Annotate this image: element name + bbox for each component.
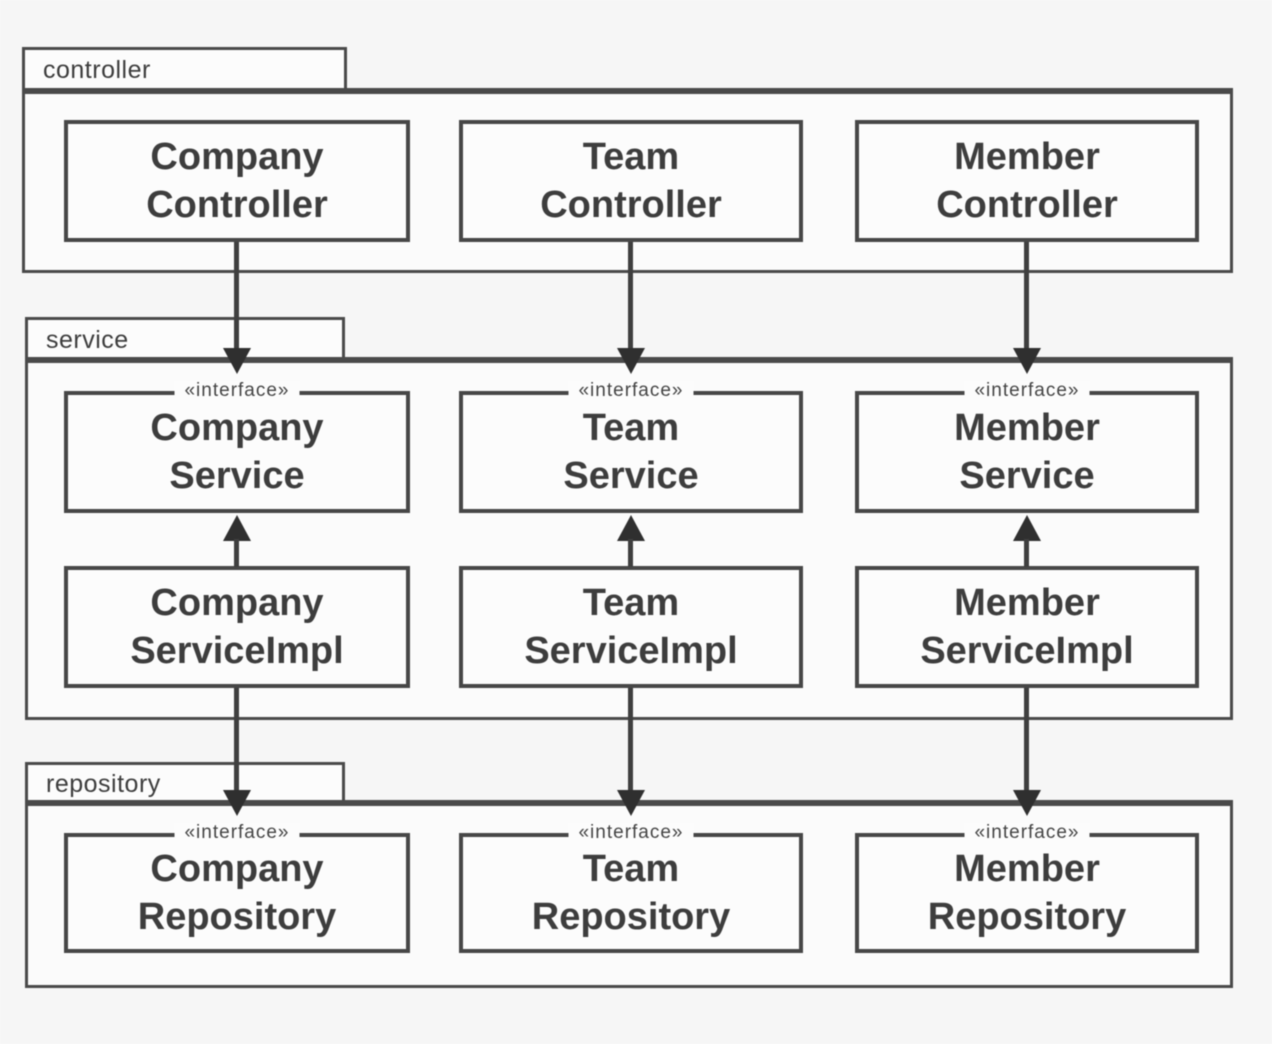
arrowhead-down-icon: [617, 790, 645, 816]
stereotype-label: «interface»: [568, 381, 694, 401]
interface-box-member-service: «interface» Member Service: [855, 381, 1199, 513]
class-title-line: Member: [954, 407, 1100, 449]
class-title-line: Service: [959, 455, 1095, 497]
class-title-line: Team: [582, 582, 680, 624]
arrowhead-down-icon: [1013, 790, 1041, 816]
class-title-line: Company: [150, 136, 324, 178]
class-title-line: Team: [582, 136, 680, 178]
stereotype-label: «interface»: [964, 381, 1090, 401]
arrowhead-up-icon: [223, 515, 251, 541]
class-title-line: Company: [150, 848, 324, 890]
class-box-team-controller: Team Controller: [459, 120, 803, 242]
class-title-line: ServiceImpl: [524, 630, 738, 672]
class-title-line: Controller: [540, 184, 722, 226]
class-box-member-serviceimpl: Member ServiceImpl: [855, 566, 1199, 688]
class-title-line: Service: [563, 455, 699, 497]
class-title-line: Member: [954, 136, 1100, 178]
stereotype-label: «interface»: [568, 823, 694, 843]
class-title-line: Member: [954, 848, 1100, 890]
package-tab-service: service: [25, 317, 345, 360]
class-title-line: Repository: [927, 896, 1127, 938]
interface-box-team-repository: «interface» Team Repository: [459, 823, 803, 953]
arrow-line-memberserviceimpl-to-memberservice: [1024, 539, 1029, 567]
arrow-line-companyserviceimpl-to-companyrepository: [234, 688, 239, 792]
interface-box-member-repository: «interface» Member Repository: [855, 823, 1199, 953]
class-title-line: Controller: [936, 184, 1118, 226]
package-label-controller: controller: [43, 56, 151, 84]
class-title-line: ServiceImpl: [920, 630, 1134, 672]
class-title-line: Service: [169, 455, 305, 497]
class-box-member-controller: Member Controller: [855, 120, 1199, 242]
arrow-line-companyserviceimpl-to-companyservice: [234, 539, 239, 567]
arrow-line-membercontroller-to-memberservice: [1024, 242, 1029, 350]
class-title-line: Repository: [137, 896, 337, 938]
arrowhead-down-icon: [1013, 348, 1041, 374]
interface-box-company-service: «interface» Company Service: [64, 381, 410, 513]
class-title-line: ServiceImpl: [130, 630, 344, 672]
stereotype-label: «interface»: [964, 823, 1090, 843]
package-label-service: service: [46, 325, 129, 354]
arrowhead-up-icon: [1013, 515, 1041, 541]
class-title-line: Company: [150, 582, 324, 624]
interface-box-team-service: «interface» Team Service: [459, 381, 803, 513]
class-title-line: Team: [582, 848, 680, 890]
class-title-line: Company: [150, 407, 324, 449]
arrow-line-companycontroller-to-companyservice: [234, 242, 239, 350]
class-title-line: Member: [954, 582, 1100, 624]
package-tab-repository: repository: [25, 762, 345, 803]
stereotype-label: «interface»: [174, 381, 300, 401]
class-title-line: Repository: [531, 896, 731, 938]
package-label-repository: repository: [46, 769, 161, 798]
class-box-company-serviceimpl: Company ServiceImpl: [64, 566, 410, 688]
arrow-line-memberserviceimpl-to-memberrepository: [1024, 688, 1029, 792]
arrowhead-down-icon: [617, 348, 645, 374]
class-title-line: Controller: [146, 184, 328, 226]
class-box-company-controller: Company Controller: [64, 120, 410, 242]
arrow-line-teamserviceimpl-to-teamrepository: [628, 688, 633, 792]
arrowhead-down-icon: [223, 348, 251, 374]
arrow-line-teamcontroller-to-teamservice: [628, 242, 633, 350]
arrowhead-down-icon: [223, 790, 251, 816]
class-title-line: Team: [582, 407, 680, 449]
stereotype-label: «interface»: [174, 823, 300, 843]
arrow-line-teamserviceimpl-to-teamservice: [628, 539, 633, 567]
class-box-team-serviceimpl: Team ServiceImpl: [459, 566, 803, 688]
package-tab-controller: controller: [22, 47, 347, 91]
arrowhead-up-icon: [617, 515, 645, 541]
interface-box-company-repository: «interface» Company Repository: [64, 823, 410, 953]
